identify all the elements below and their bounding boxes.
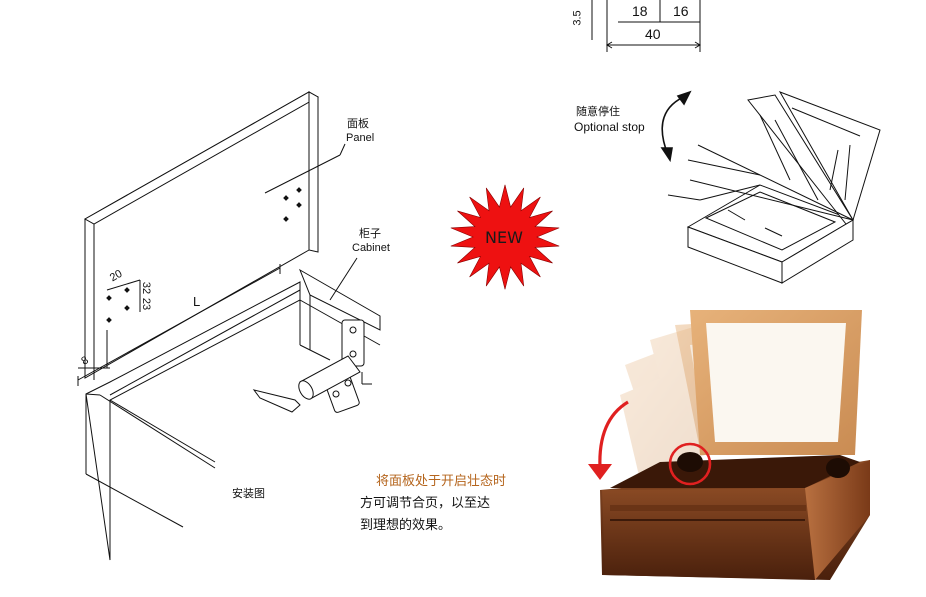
caption-text: 将面板处于开启壮态时 方可调节合页，以至达 到理想的效果。 xyxy=(360,470,506,536)
caption-line-1: 将面板处于开启壮态时 xyxy=(376,473,507,488)
height-dimension-label: 3.5 xyxy=(571,10,584,26)
new-starburst xyxy=(450,184,560,290)
new-badge-text: NEW xyxy=(485,228,523,247)
dimension-40: 40 xyxy=(645,26,661,42)
caption-line-2: 方可调节合页，以至达 xyxy=(360,495,491,510)
dimension-16: 16 xyxy=(673,3,689,19)
installation-drawing xyxy=(77,91,381,561)
wood-box-photo xyxy=(588,310,870,580)
optional-stop-label-en: Optional stop xyxy=(574,120,645,134)
install-label: 安装图 xyxy=(232,488,265,500)
rotation-arrow xyxy=(660,90,692,163)
optional-stop-label-cn: 随意停住 xyxy=(576,106,620,118)
dimension-18: 18 xyxy=(632,3,648,19)
cabinet-label-en: Cabinet xyxy=(352,242,390,254)
hinge-part xyxy=(252,319,372,413)
dimension-length: L xyxy=(193,294,201,309)
cabinet-box xyxy=(77,257,381,561)
top-dimension-drawing xyxy=(591,0,701,52)
panel-label-en: Panel xyxy=(346,132,375,144)
panel-holes xyxy=(106,187,302,323)
cabinet-label-cn: 柜子 xyxy=(359,228,381,240)
dimension-23: 23 xyxy=(140,297,153,311)
panel-label-cn: 面板 xyxy=(347,118,369,130)
caption-line-3: 到理想的效果。 xyxy=(360,517,452,532)
box-line-drawing xyxy=(667,91,881,284)
panel-board xyxy=(83,91,320,380)
dimension-32: 32 xyxy=(140,281,153,295)
